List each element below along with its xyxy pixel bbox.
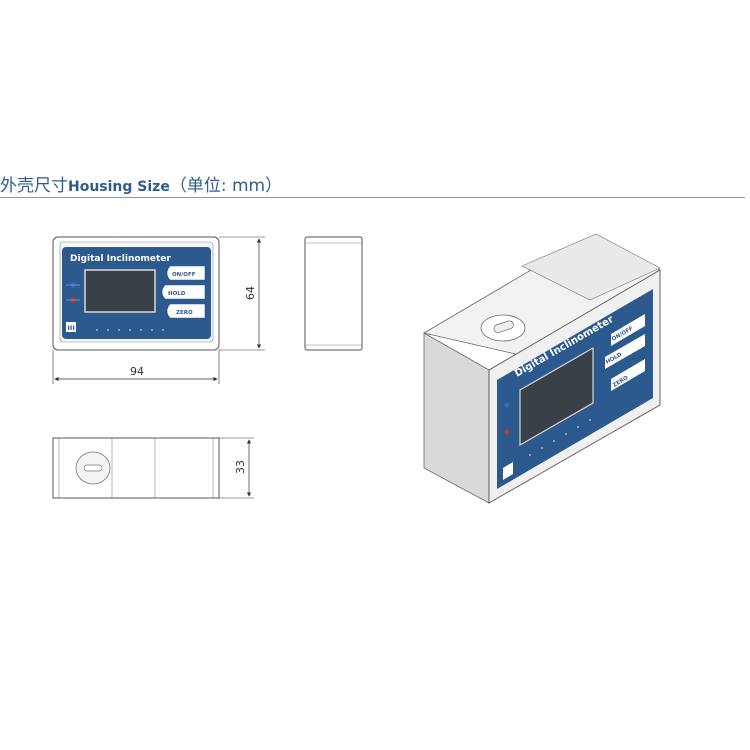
dim-width-label: 94 [130,365,144,378]
front-button-hold-label: HOLD [168,291,186,297]
dim-height-label: 64 [244,286,257,300]
isometric-view: Digital Inclinometer ON/OFF HOLD ZERO [422,233,661,504]
front-button-zero-label: ZERO [176,310,193,316]
header-divider [0,197,745,198]
section-title: 外壳尺寸Housing Size（单位: mm） [0,171,282,196]
iso-led-red [504,429,510,435]
front-button-onoff-label: ON/OFF [172,272,196,278]
front-button-zero [166,303,206,319]
front-button-hold [161,284,206,300]
iso-logo [503,462,513,480]
iso-button-zero [611,359,645,391]
front-view: Digital Inclinometer ON/OFF HOLD ZERO II… [52,236,265,384]
front-button-onoff [166,265,206,281]
section-header: 外壳尺寸Housing Size（单位: mm） [0,168,750,198]
front-lcd-screen [84,269,156,313]
front-logo-text: III [68,324,75,332]
front-logo [66,322,76,332]
iso-led-blue [504,402,510,408]
iso-button-onoff [611,314,645,346]
dim-depth-label: 33 [234,460,247,474]
iso-lcd-screen [519,346,594,447]
top-view: 33 [52,437,254,499]
side-view [304,236,363,351]
iso-button-hold [605,334,645,369]
title-unit: （单位: mm） [169,176,283,196]
front-panel-title: Digital Inclinometer [70,254,171,264]
title-cn: 外壳尺寸 [0,176,68,196]
title-en: Housing Size [68,179,170,195]
